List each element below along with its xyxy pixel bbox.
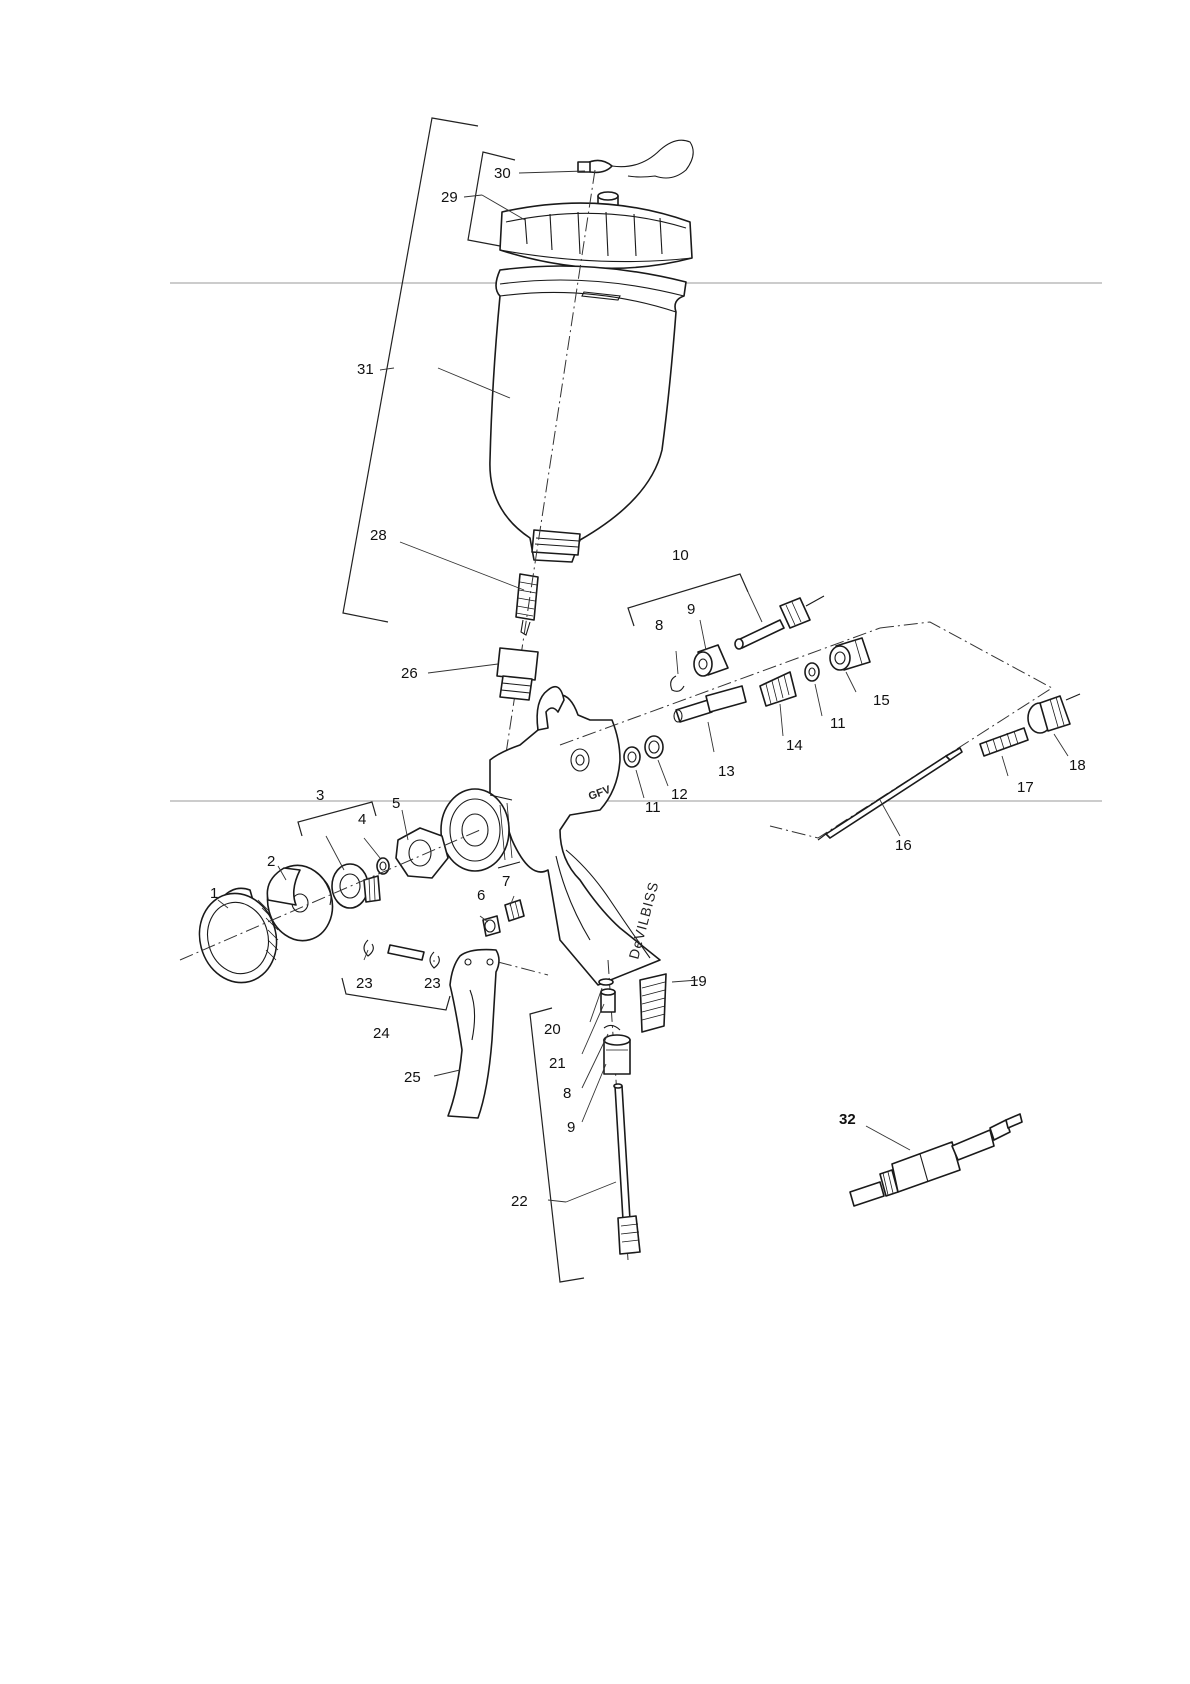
adjusting-knob-18 bbox=[1027, 693, 1081, 734]
seal-o-ring bbox=[376, 857, 390, 875]
air-valve-13 bbox=[673, 685, 747, 723]
trigger bbox=[447, 948, 500, 1119]
stud-nut bbox=[504, 899, 525, 922]
cup-lid bbox=[499, 191, 693, 270]
bracket-10 bbox=[627, 573, 749, 627]
air-adjusting-valve-22 bbox=[613, 1083, 641, 1255]
leader-lines bbox=[217, 170, 1069, 1203]
label-23-right: 23 bbox=[424, 975, 441, 992]
trigger-axis bbox=[497, 961, 549, 976]
label-29: 29 bbox=[441, 189, 458, 206]
spacer-11-front bbox=[623, 746, 641, 768]
gun-brand-text: DeVILBISS bbox=[625, 880, 661, 961]
cup-assembly bbox=[342, 117, 694, 761]
cup-filter bbox=[515, 573, 539, 636]
label-25: 25 bbox=[404, 1069, 421, 1086]
e-clip-right bbox=[429, 951, 440, 969]
trigger-stud-pin bbox=[387, 944, 425, 961]
label-16: 16 bbox=[895, 837, 912, 854]
needle-cut-line bbox=[769, 621, 1053, 839]
label-11-front: 11 bbox=[645, 799, 661, 816]
bracket-3 bbox=[297, 801, 377, 837]
label-15: 15 bbox=[873, 692, 890, 709]
bracket-31 bbox=[342, 117, 479, 623]
fluid-nozzle bbox=[331, 863, 381, 909]
part-labels: 30 29 31 28 26 10 9 8 15 11 14 13 12 11 … bbox=[210, 165, 1086, 1210]
circlip-8b bbox=[603, 1024, 621, 1031]
label-11-rear: 11 bbox=[830, 715, 846, 732]
o-ring-20 bbox=[598, 978, 614, 986]
label-13: 13 bbox=[718, 763, 735, 780]
label-18: 18 bbox=[1069, 757, 1086, 774]
label-1: 1 bbox=[210, 885, 218, 902]
label-5: 5 bbox=[392, 795, 400, 812]
front-axis bbox=[179, 829, 481, 961]
cup-adapter bbox=[496, 647, 539, 701]
adjusting-valve-10 bbox=[734, 595, 825, 650]
spring-14 bbox=[759, 671, 797, 707]
cup-vent-cap bbox=[577, 139, 694, 179]
label-30: 30 bbox=[494, 165, 511, 182]
stud-screw bbox=[482, 915, 501, 937]
label-20: 20 bbox=[544, 1021, 561, 1038]
needle-16 bbox=[817, 747, 963, 841]
needle-spring-17 bbox=[979, 727, 1029, 757]
bracket-22 bbox=[529, 1007, 585, 1283]
label-2: 2 bbox=[267, 853, 275, 870]
label-31: 31 bbox=[357, 361, 374, 378]
seal-21 bbox=[600, 988, 616, 1013]
label-3: 3 bbox=[316, 787, 324, 804]
label-10: 10 bbox=[672, 547, 689, 564]
label-14: 14 bbox=[786, 737, 803, 754]
label-8-top: 8 bbox=[655, 617, 663, 634]
circlip-8 bbox=[670, 675, 685, 692]
label-17: 17 bbox=[1017, 779, 1034, 796]
cup-body bbox=[489, 265, 687, 563]
cup-axis bbox=[504, 169, 596, 761]
label-9-bottom: 9 bbox=[567, 1119, 575, 1136]
air-cap bbox=[266, 864, 334, 942]
e-clip-left bbox=[363, 939, 374, 957]
seal-12 bbox=[644, 735, 664, 759]
label-26: 26 bbox=[401, 665, 418, 682]
label-21: 21 bbox=[549, 1055, 566, 1072]
label-8-bottom: 8 bbox=[563, 1085, 571, 1102]
packing-nut-9b bbox=[603, 1034, 631, 1075]
spacer-11-rear bbox=[804, 662, 820, 682]
spring-housing-15 bbox=[829, 637, 871, 671]
label-7: 7 bbox=[502, 873, 510, 890]
label-12: 12 bbox=[671, 786, 688, 803]
packing-nut-9 bbox=[693, 644, 729, 677]
label-24: 24 bbox=[373, 1025, 390, 1042]
baffle bbox=[395, 827, 449, 879]
gun-body: DeVILBISS GFV bbox=[440, 685, 662, 986]
bracket-24 bbox=[341, 977, 451, 1011]
label-28: 28 bbox=[370, 527, 387, 544]
label-9-top: 9 bbox=[687, 601, 695, 618]
label-22: 22 bbox=[511, 1193, 528, 1210]
label-32: 32 bbox=[839, 1111, 856, 1128]
air-inlet-19 bbox=[639, 973, 667, 1033]
label-6: 6 bbox=[477, 887, 485, 904]
needle-axis bbox=[559, 627, 881, 746]
label-19: 19 bbox=[690, 973, 707, 990]
label-23-left: 23 bbox=[356, 975, 373, 992]
tool-32 bbox=[849, 1113, 1023, 1207]
label-4: 4 bbox=[358, 811, 366, 828]
